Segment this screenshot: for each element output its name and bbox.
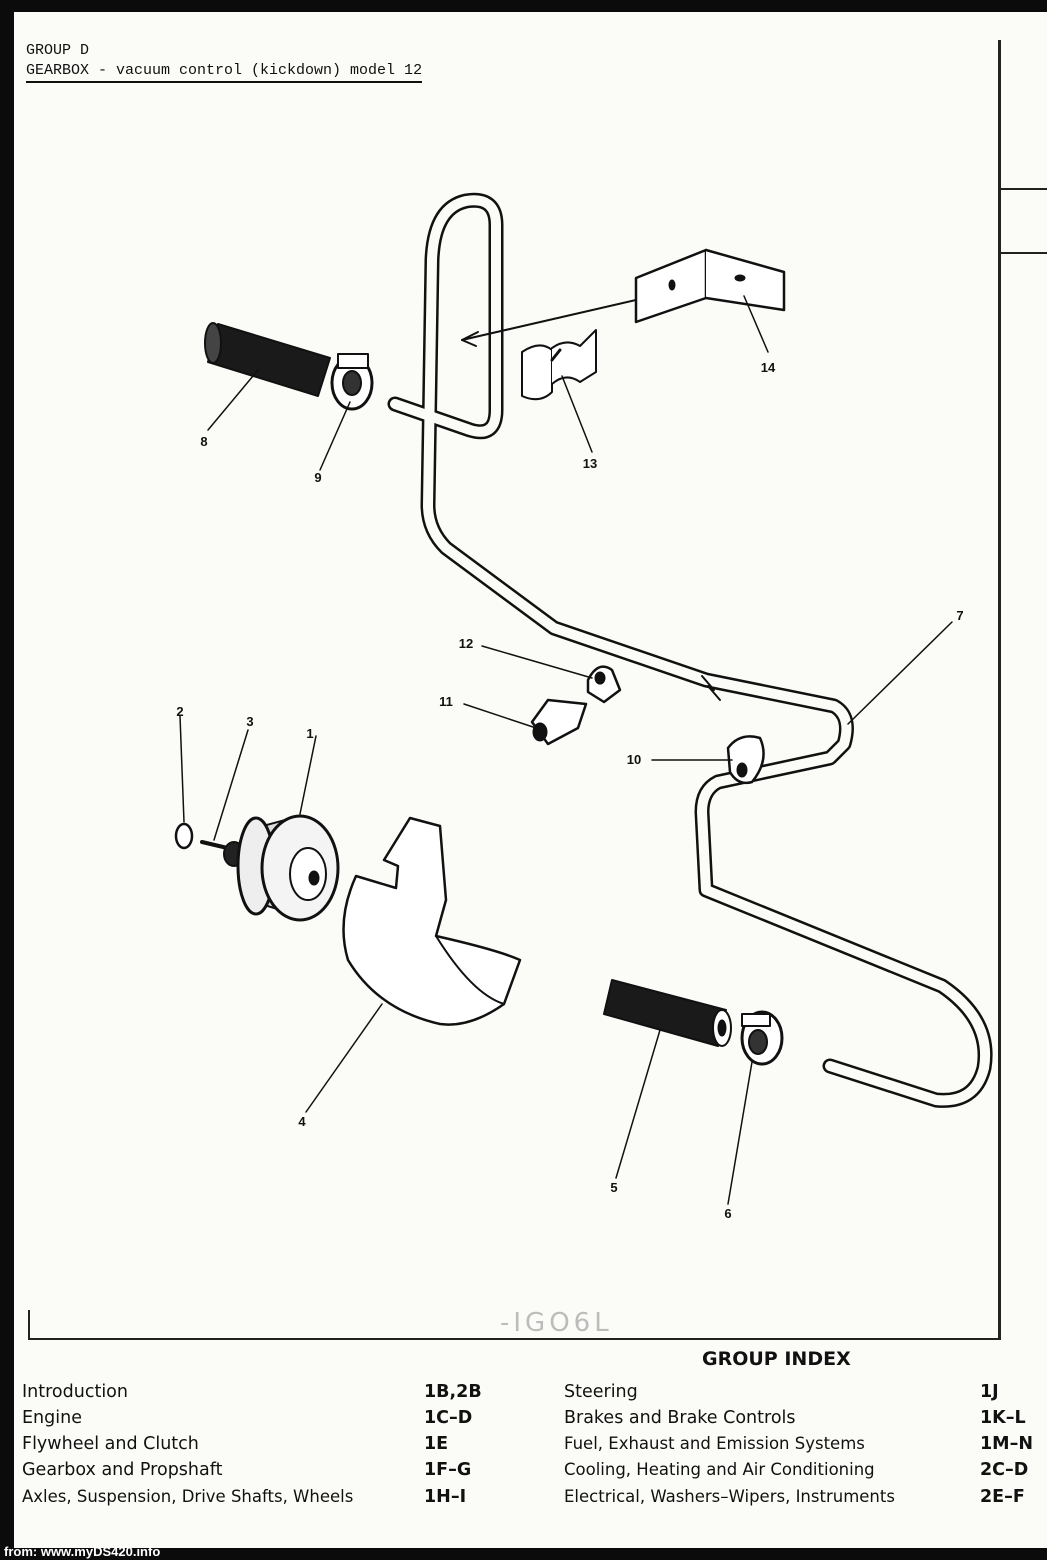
index-item-name: Flywheel and Clutch bbox=[22, 1434, 199, 1454]
index-item-code: 1B,2B bbox=[424, 1382, 482, 1402]
drawing-number-stamp: -IGO6L bbox=[500, 1308, 613, 1338]
document-sheet bbox=[14, 12, 1047, 1548]
index-item-code: 2C–D bbox=[980, 1460, 1029, 1480]
index-item-name: Cooling, Heating and Air Conditioning bbox=[564, 1460, 875, 1479]
clip-12 bbox=[586, 665, 622, 704]
group-label: GROUP D bbox=[26, 42, 90, 59]
o-ring-2 bbox=[174, 822, 194, 850]
margin-line-1 bbox=[1000, 188, 1047, 190]
clip-6 bbox=[740, 1010, 784, 1066]
hose-8 bbox=[204, 322, 331, 397]
callout-3: 3 bbox=[246, 714, 253, 729]
source-footer: from: www.myDS420.info bbox=[4, 1544, 161, 1559]
clip-11 bbox=[530, 698, 588, 746]
callout-7: 7 bbox=[956, 608, 963, 623]
callout-6: 6 bbox=[724, 1206, 731, 1221]
index-item-code: 1E bbox=[424, 1434, 449, 1454]
index-item-name: Steering bbox=[564, 1382, 638, 1402]
index-item-code: 2E–F bbox=[980, 1487, 1025, 1507]
callout-1: 1 bbox=[306, 726, 313, 741]
callout-4: 4 bbox=[298, 1114, 306, 1129]
index-item-code: 1F–G bbox=[424, 1460, 472, 1480]
callout-14: 14 bbox=[761, 360, 776, 375]
index-item-code: 1K–L bbox=[980, 1408, 1026, 1428]
callout-13: 13 bbox=[583, 456, 597, 471]
index-item-code: 1H–I bbox=[424, 1487, 467, 1507]
index-item-name: Engine bbox=[22, 1408, 82, 1428]
group-index-title: GROUP INDEX bbox=[702, 1348, 851, 1370]
leader-lines bbox=[179, 295, 953, 1205]
callout-10: 10 bbox=[627, 752, 641, 767]
clip-9 bbox=[330, 353, 374, 411]
bracket-14 bbox=[461, 248, 786, 347]
index-item-name: Axles, Suspension, Drive Shafts, Wheels bbox=[22, 1487, 354, 1506]
index-item-name: Fuel, Exhaust and Emission Systems bbox=[564, 1434, 865, 1453]
right-frame-line bbox=[998, 40, 1001, 1340]
index-item-code: 1M–N bbox=[980, 1434, 1033, 1454]
callout-8: 8 bbox=[200, 434, 207, 449]
vacuum-unit-1 bbox=[223, 814, 340, 922]
index-item-name: Brakes and Brake Controls bbox=[564, 1408, 796, 1428]
clip-13 bbox=[521, 329, 597, 401]
index-item-code: 1C–D bbox=[424, 1408, 473, 1428]
index-item-name: Electrical, Washers–Wipers, Instruments bbox=[564, 1487, 895, 1506]
hose-5 bbox=[603, 979, 732, 1047]
callout-11: 11 bbox=[439, 694, 453, 709]
callout-9: 9 bbox=[314, 470, 321, 485]
vacuum-pipe bbox=[387, 192, 993, 1108]
index-item-name: Introduction bbox=[22, 1382, 128, 1402]
callout-2: 2 bbox=[176, 704, 183, 719]
heat-shield-4 bbox=[342, 816, 522, 1026]
clip-10 bbox=[726, 735, 765, 785]
left-frame-tick bbox=[28, 1310, 30, 1340]
index-item-code: 1J bbox=[980, 1382, 999, 1402]
margin-line-2 bbox=[1000, 252, 1047, 254]
callout-12: 12 bbox=[459, 636, 473, 651]
bottom-frame-line bbox=[28, 1338, 1000, 1340]
page-title: GEARBOX - vacuum control (kickdown) mode… bbox=[26, 62, 423, 83]
index-item-name: Gearbox and Propshaft bbox=[22, 1460, 223, 1480]
callout-5: 5 bbox=[610, 1180, 617, 1195]
